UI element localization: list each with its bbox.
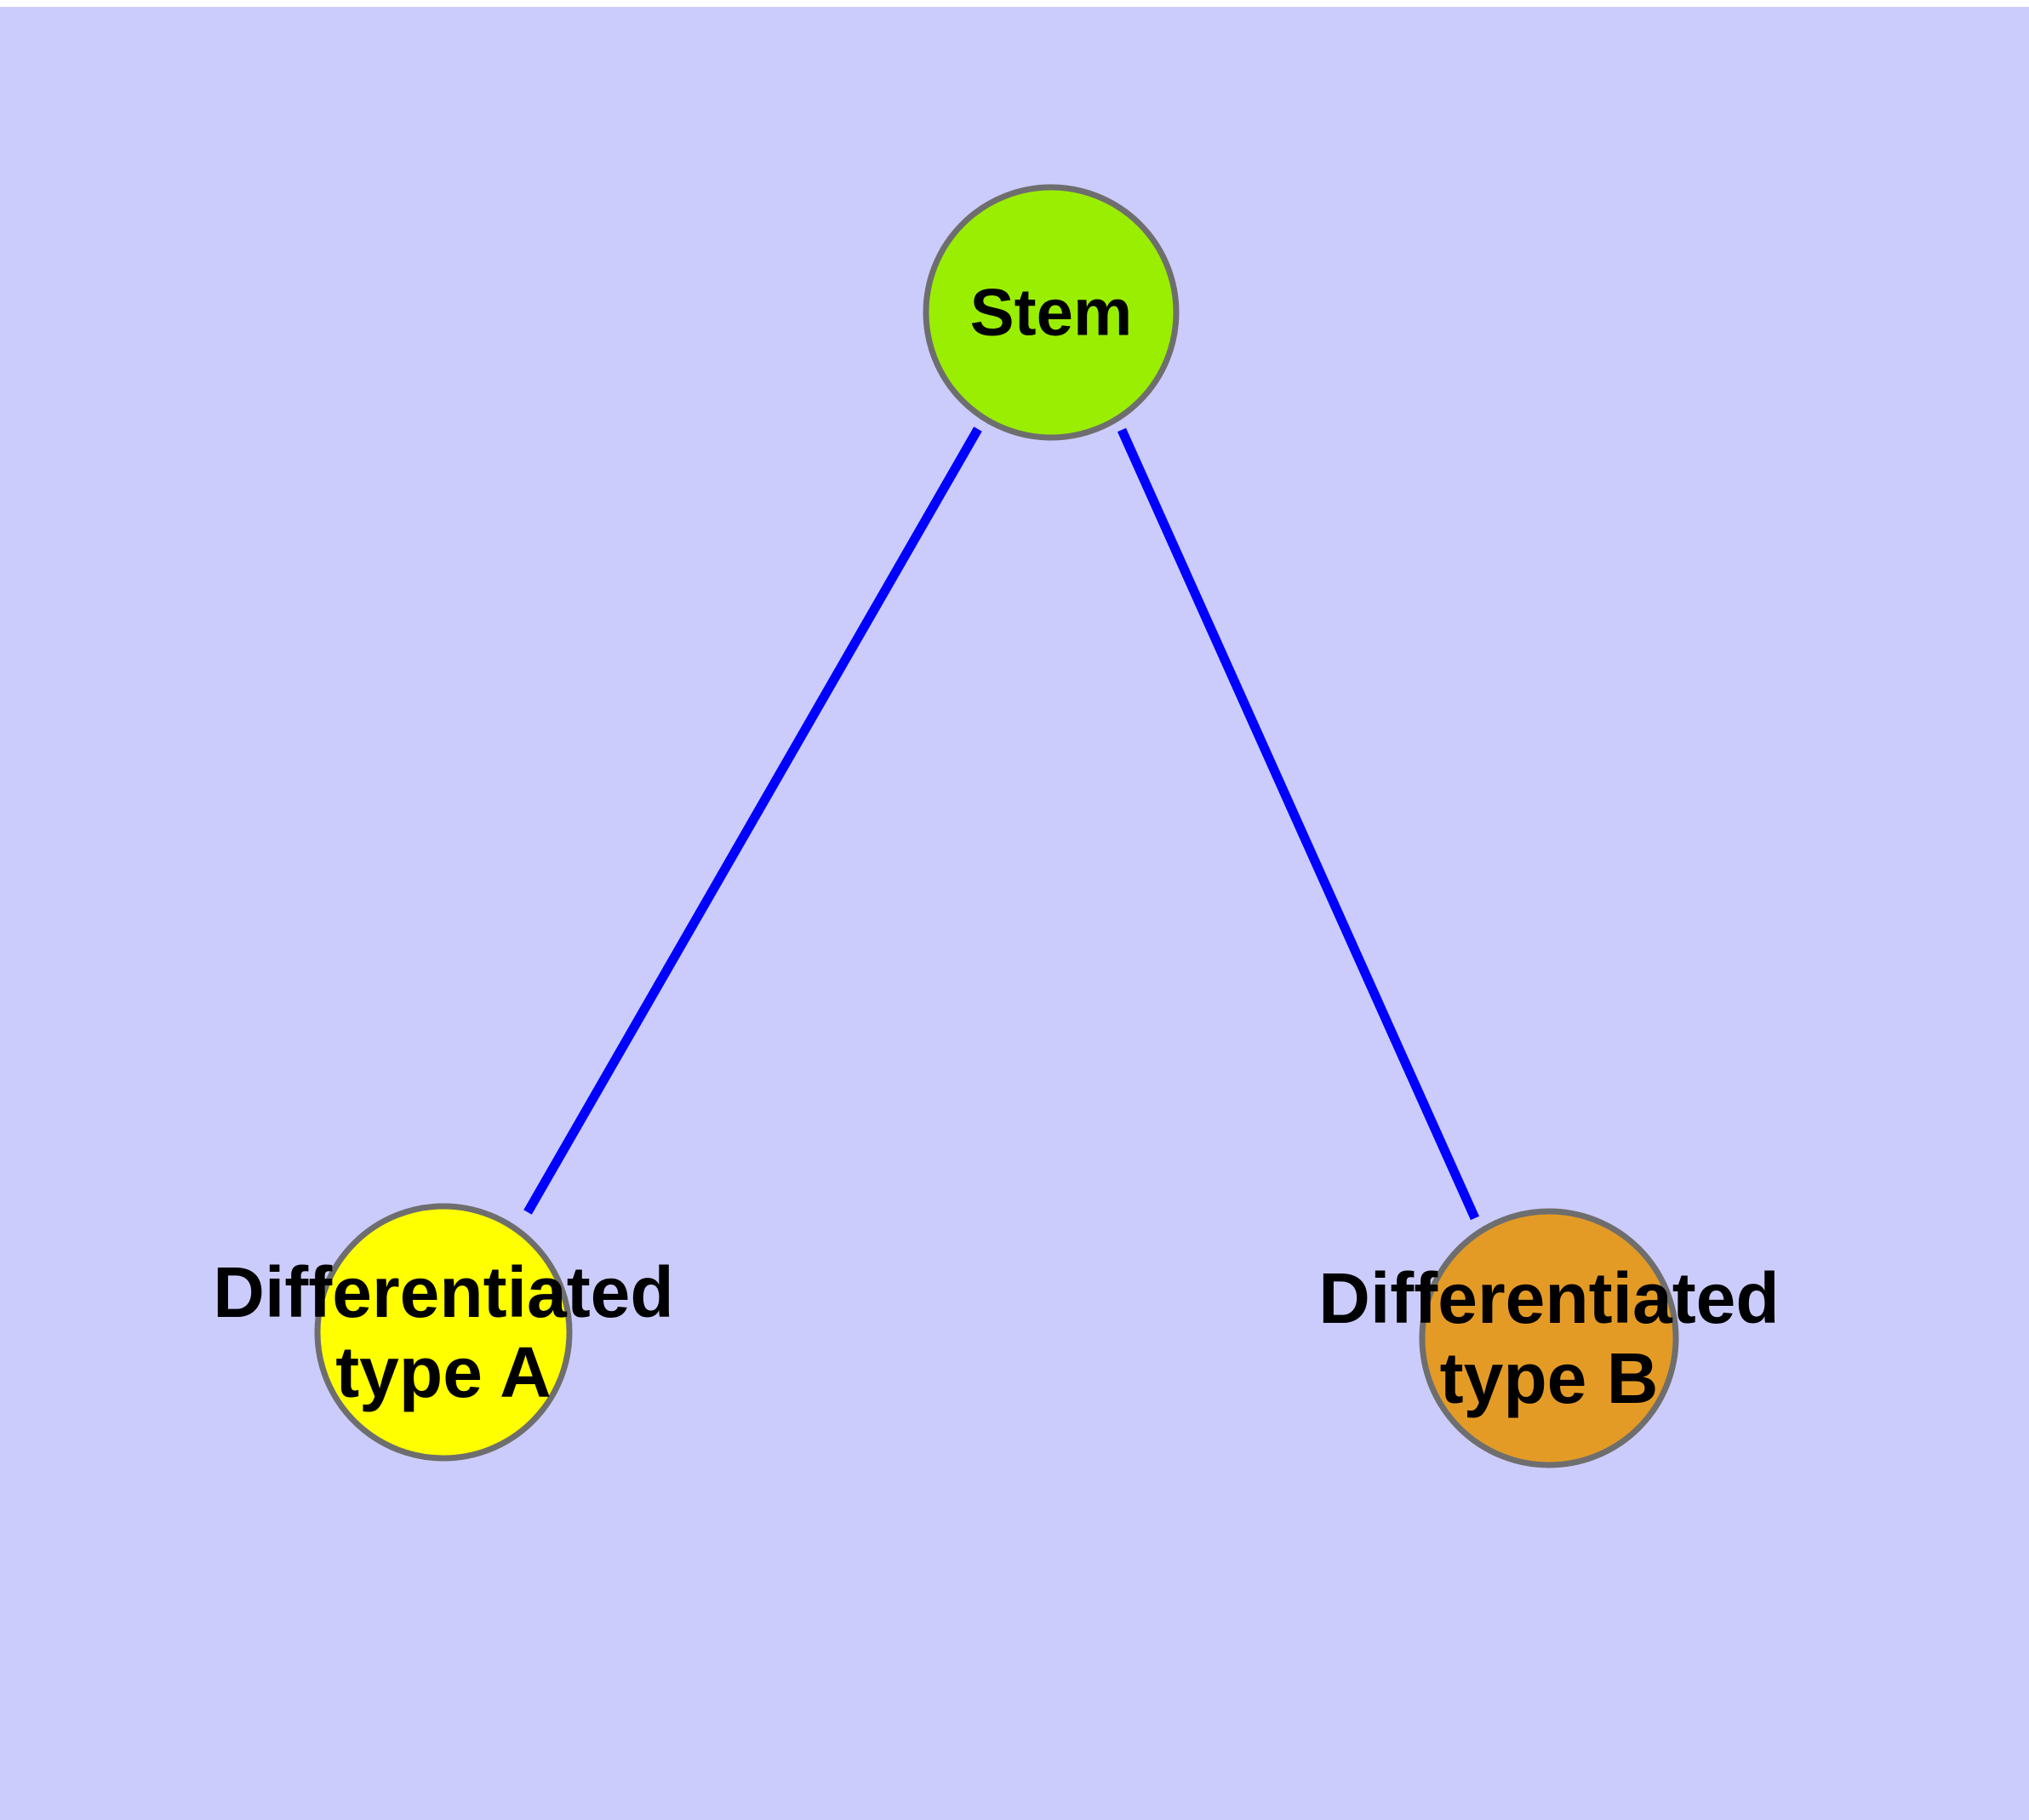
node-layer <box>314 184 1679 1468</box>
graph-edge-stem-to-diff_b[interactable] <box>1117 427 1480 1221</box>
edge-layer <box>523 426 1480 1221</box>
graph-node-diff_b[interactable] <box>1419 1208 1679 1468</box>
graph-edge-stem-to-diff_a[interactable] <box>523 426 982 1215</box>
graph-node-diff_a[interactable] <box>314 1203 573 1462</box>
graph-node-stem[interactable] <box>923 184 1180 441</box>
